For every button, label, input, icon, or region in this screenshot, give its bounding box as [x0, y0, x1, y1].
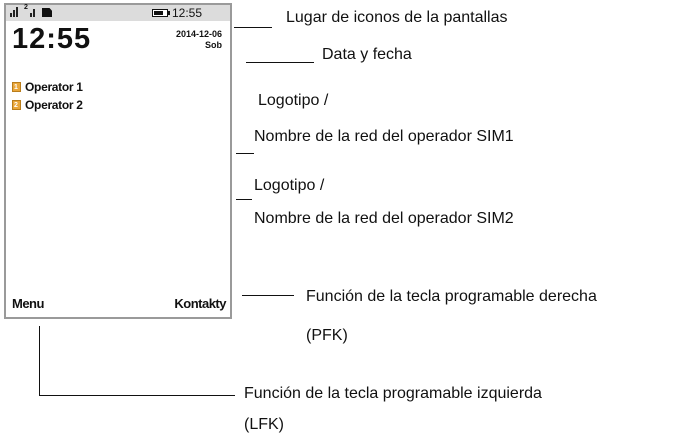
right-softkey[interactable]: Kontakty: [174, 296, 226, 311]
left-softkey-leader-vertical: [39, 326, 40, 396]
weekday: Sob: [205, 40, 222, 50]
operator-sim1-icon: 1: [12, 82, 21, 92]
right-softkey-label-line1: Función de la tecla programable derecha: [306, 288, 597, 305]
signal-bars-sim2-icon: 2: [24, 4, 38, 19]
status-bar: 2 12:55: [6, 4, 230, 21]
right-softkey-label-line2: (PFK): [306, 327, 348, 344]
sim2-label-line1: Logotipo /: [254, 177, 325, 194]
status-icons-leader: [234, 27, 272, 28]
battery-icon: [152, 9, 168, 17]
right-softkey-leader: [242, 295, 294, 296]
date-block: 2014-12-06 Sob: [176, 29, 222, 51]
left-softkey-label-line2: (LFK): [244, 416, 284, 433]
sim2-label-line2: Nombre de la red del operador SIM2: [254, 210, 514, 227]
left-softkey[interactable]: Menu: [12, 296, 44, 311]
date-leader: [246, 62, 314, 63]
operator-sim2-name: Operator 2: [25, 98, 83, 112]
sim2-badge: 2: [24, 4, 28, 11]
left-softkey-label-line1: Función de la tecla programable izquierd…: [244, 385, 542, 402]
operator-sim2-icon: 2: [12, 100, 21, 110]
sim1-leader: [236, 153, 254, 154]
status-icons-label: Lugar de iconos de la pantallas: [286, 9, 508, 26]
battery-tip: [168, 11, 170, 15]
sim2-leader: [236, 199, 252, 200]
left-softkey-leader-horizontal: [39, 395, 235, 396]
sim-card-icon: [42, 8, 52, 17]
operator-sim1-name: Operator 1: [25, 80, 83, 94]
date-label: Data y fecha: [322, 46, 412, 63]
clock: 12:55: [12, 23, 92, 55]
operator-sim1: 1 Operator 1: [12, 80, 83, 94]
date: 2014-12-06: [175, 29, 222, 39]
status-time: 12:55: [172, 6, 203, 20]
operator-sim2: 2 Operator 2: [12, 98, 83, 112]
sim1-label-line1: Logotipo /: [258, 92, 329, 109]
signal-bars-icon: [10, 5, 22, 19]
sim1-label-line2: Nombre de la red del operador SIM1: [254, 128, 514, 145]
phone-screen: 2 12:55 12:55 2014-12-06 Sob 1 Operator …: [4, 3, 232, 319]
